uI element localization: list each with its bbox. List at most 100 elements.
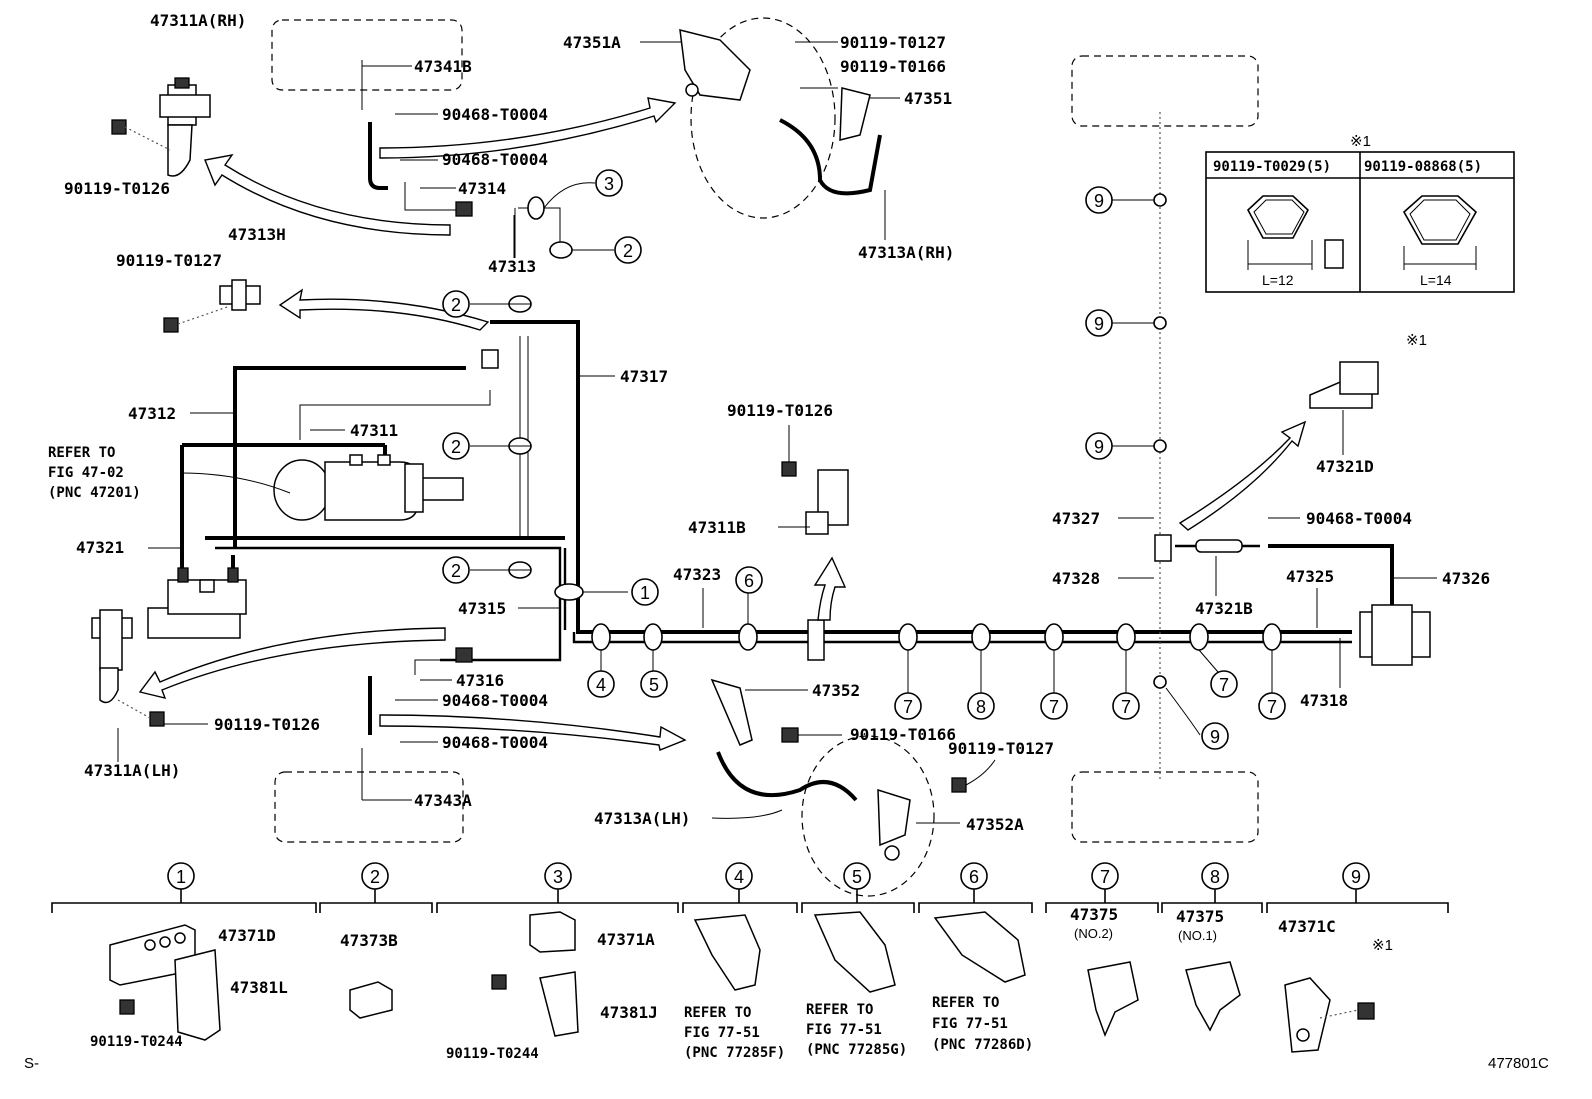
- label-90468-t0004-a: 90468-T0004: [442, 105, 548, 124]
- svg-text:2: 2: [451, 561, 461, 581]
- label-47311b: 47311B: [688, 518, 746, 537]
- label-90119-t0126-a: 90119-T0126: [64, 179, 170, 198]
- label-90468-t0004-d: 90468-T0004: [442, 733, 548, 752]
- callout-9a: 9: [1085, 186, 1113, 214]
- callout-2b: 2: [442, 290, 470, 318]
- legend-1: 1 47371D 47381L 90119-T0244: [90, 862, 288, 1050]
- svg-text:REFER TO: REFER TO: [932, 995, 999, 1011]
- flex-hose-lh: [716, 751, 858, 802]
- callout-2c: 2: [442, 432, 470, 460]
- label-47311: 47311: [350, 421, 398, 440]
- flex-hose-rh: [779, 118, 882, 196]
- svg-text:9: 9: [1351, 867, 1361, 887]
- callout-8: 8: [967, 692, 995, 720]
- label-47317: 47317: [620, 367, 668, 386]
- label-47351a: 47351A: [563, 33, 621, 52]
- label-47343a: 47343A: [414, 791, 472, 810]
- svg-text:2: 2: [623, 241, 633, 261]
- svg-text:47381J: 47381J: [600, 1003, 658, 1022]
- pipe-fittings: [455, 201, 1243, 663]
- legend-8: 8 47375 (NO.1): [1176, 862, 1229, 943]
- svg-text:7: 7: [1219, 675, 1229, 695]
- label-47326: 47326: [1442, 569, 1490, 588]
- bolt-size-table: [1205, 151, 1515, 293]
- table-length-2: L=14: [1420, 272, 1452, 288]
- callout-circles: 3 2 2 2 2 1 6 4 5 7 8 7 7 7 7 9 9 9 9: [442, 169, 1286, 750]
- svg-text:FIG 77-51: FIG 77-51: [684, 1025, 760, 1041]
- svg-text:90119-T0244: 90119-T0244: [90, 1034, 183, 1050]
- callout-9d: 9: [1201, 722, 1229, 750]
- svg-text:2: 2: [451, 295, 461, 315]
- label-47311a-rh: 47311A(RH): [150, 11, 246, 30]
- label-90119-t0126-c: 90119-T0126: [727, 401, 833, 420]
- callout-2a: 2: [614, 236, 642, 264]
- label-refer-to-a3: (PNC 47201): [48, 485, 141, 501]
- table-length-1: L=12: [1262, 272, 1294, 288]
- label-47341b: 47341B: [414, 57, 472, 76]
- label-90119-t0166-b: 90119-T0166: [850, 725, 956, 744]
- note-mark-bracket: ※1: [1406, 332, 1427, 349]
- svg-text:47371C: 47371C: [1278, 917, 1336, 936]
- legend-3: 3 47371A 47381J 90119-T0244: [446, 862, 658, 1062]
- svg-text:5: 5: [649, 675, 659, 695]
- legend-5: 5 REFER TO FIG 77-51 (PNC 77285G): [806, 862, 907, 1058]
- label-refer-to-a2: FIG 47-02: [48, 465, 124, 481]
- svg-text:47381L: 47381L: [230, 978, 288, 997]
- label-90119-t0166-a: 90119-T0166: [840, 57, 946, 76]
- label-90119-t0127-b: 90119-T0127: [840, 33, 946, 52]
- svg-text:9: 9: [1094, 437, 1104, 457]
- svg-text:※1: ※1: [1372, 937, 1393, 954]
- svg-text:4: 4: [734, 867, 744, 887]
- label-47312: 47312: [128, 404, 176, 423]
- bracket-47311b: [781, 461, 849, 535]
- svg-text:47373B: 47373B: [340, 931, 398, 950]
- callout-2d: 2: [442, 556, 470, 584]
- svg-text:2: 2: [370, 867, 380, 887]
- legend-9: 9 47371C ※1: [1278, 862, 1393, 954]
- label-47311a-lh: 47311A(LH): [84, 761, 180, 780]
- svg-text:47375: 47375: [1176, 907, 1224, 926]
- label-90468-t0004-b: 90468-T0004: [442, 150, 548, 169]
- callout-3: 3: [595, 169, 623, 197]
- label-90468-t0004-c: 90468-T0004: [442, 691, 548, 710]
- rear-junction-47326: [1359, 604, 1431, 666]
- bracket-47321d: [1309, 239, 1379, 409]
- callout-9b: 9: [1085, 309, 1113, 337]
- callout-7c: 7: [1112, 692, 1140, 720]
- label-47315: 47315: [458, 599, 506, 618]
- callout-6: 6: [735, 566, 763, 594]
- legend-6: 6 REFER TO FIG 77-51 (PNC 77286D): [932, 862, 1033, 1053]
- legend: 1 47371D 47381L 90119-T0244 2 47373B 3 4…: [90, 862, 1393, 1062]
- svg-text:7: 7: [903, 697, 913, 717]
- svg-text:(PNC 77285G): (PNC 77285G): [806, 1042, 907, 1058]
- brake-tee-47313h: [163, 279, 261, 333]
- figure-code: 477801C: [1488, 1055, 1549, 1072]
- label-90119-t0127-a: 90119-T0127: [116, 251, 222, 270]
- callout-4: 4: [587, 670, 615, 698]
- label-47323: 47323: [673, 565, 721, 584]
- svg-text:9: 9: [1094, 191, 1104, 211]
- callout-9c: 9: [1085, 432, 1113, 460]
- label-47316: 47316: [456, 671, 504, 690]
- footer-prefix: S-: [24, 1055, 39, 1072]
- label-47325: 47325: [1286, 567, 1334, 586]
- wheel-cylinder-lh: [91, 609, 165, 727]
- svg-text:3: 3: [553, 867, 563, 887]
- legend-4: 4 REFER TO FIG 77-51 (PNC 77285F): [684, 862, 785, 1061]
- svg-text:9: 9: [1094, 314, 1104, 334]
- label-47321: 47321: [76, 538, 124, 557]
- wheel-cylinder-rh: [111, 77, 211, 177]
- callout-7a: 7: [894, 692, 922, 720]
- label-47313h: 47313H: [228, 225, 286, 244]
- svg-text:6: 6: [744, 571, 754, 591]
- svg-text:8: 8: [1210, 867, 1220, 887]
- svg-text:90119-T0244: 90119-T0244: [446, 1046, 539, 1062]
- label-47321d: 47321D: [1316, 457, 1374, 476]
- svg-text:47375: 47375: [1070, 905, 1118, 924]
- clamp-ovals: [508, 193, 1282, 689]
- svg-text:REFER TO: REFER TO: [806, 1002, 873, 1018]
- label-90119-t0127-c: 90119-T0127: [948, 739, 1054, 758]
- callout-7e: 7: [1258, 692, 1286, 720]
- legend-2: 2 47373B: [340, 862, 398, 950]
